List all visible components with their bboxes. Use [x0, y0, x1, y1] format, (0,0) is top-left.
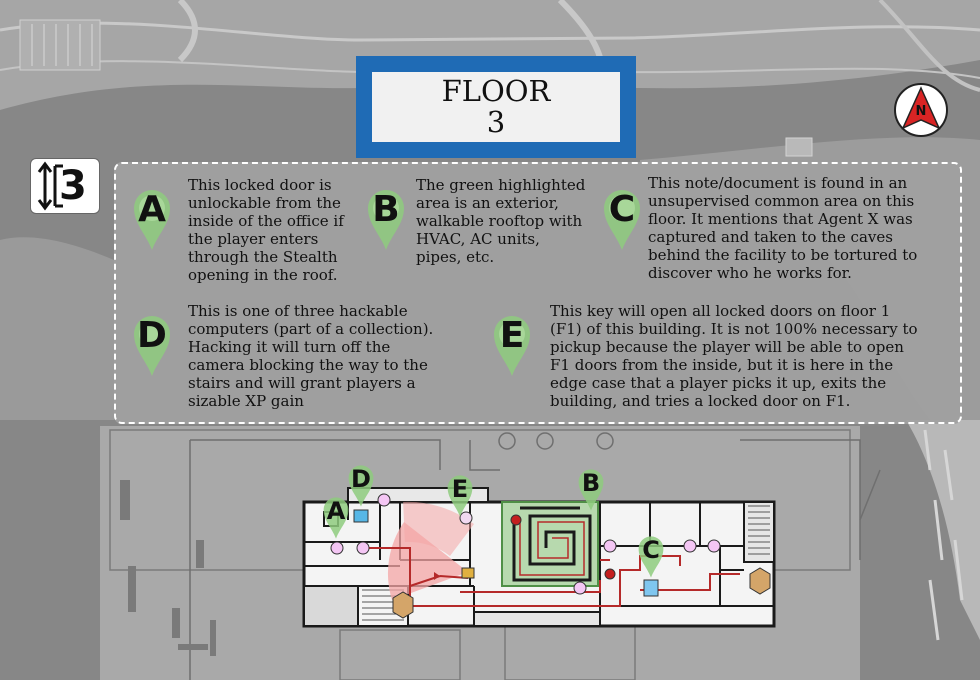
- legend-pin-a: A: [132, 188, 172, 252]
- elevation-icon: [37, 161, 63, 211]
- map-letter-a: A: [326, 497, 346, 525]
- map-letter-b: B: [581, 469, 601, 497]
- floor-title-line1: FLOOR: [441, 74, 551, 108]
- compass-north-icon: N: [894, 83, 948, 137]
- stairs-marker-left: [392, 591, 414, 619]
- legend-text-e: This key will open all locked doors on f…: [550, 302, 918, 410]
- key-marker: [459, 511, 473, 525]
- legend-letter-e: E: [499, 315, 525, 356]
- legend-pin-c: C: [602, 188, 642, 252]
- map-pin-c: C: [637, 535, 665, 579]
- map-letter-c: C: [642, 536, 660, 564]
- floor-level-number: 3: [59, 163, 87, 209]
- legend-pin-b: B: [366, 188, 406, 252]
- map-letter-d: D: [351, 465, 371, 493]
- map-pin-a: A: [322, 496, 350, 540]
- map-pin-b: B: [577, 468, 605, 512]
- note-marker: [643, 579, 659, 597]
- compass-letter: N: [916, 104, 927, 119]
- legend-letter-c: C: [608, 189, 636, 230]
- door-markers: [330, 493, 721, 595]
- floor-title-panel: FLOOR 3: [356, 56, 636, 158]
- camera-marker: [461, 567, 475, 579]
- computer-marker: [353, 509, 369, 523]
- player-route: [360, 547, 740, 607]
- floor-title-line2: 3: [486, 105, 506, 139]
- floor-level-badge: 3: [30, 158, 100, 214]
- stairs-marker-right: [749, 567, 771, 595]
- legend-letter-b: B: [372, 189, 400, 230]
- map-pin-d: D: [347, 464, 375, 508]
- legend-pin-d: D: [132, 314, 172, 378]
- map-letter-e: E: [451, 475, 469, 503]
- legend-pin-e: E: [492, 314, 532, 378]
- compass: N: [893, 82, 949, 138]
- legend-letter-a: A: [138, 189, 166, 230]
- map-pin-e: E: [446, 474, 474, 518]
- legend-letter-d: D: [137, 315, 167, 356]
- floor-title: FLOOR 3: [372, 72, 620, 142]
